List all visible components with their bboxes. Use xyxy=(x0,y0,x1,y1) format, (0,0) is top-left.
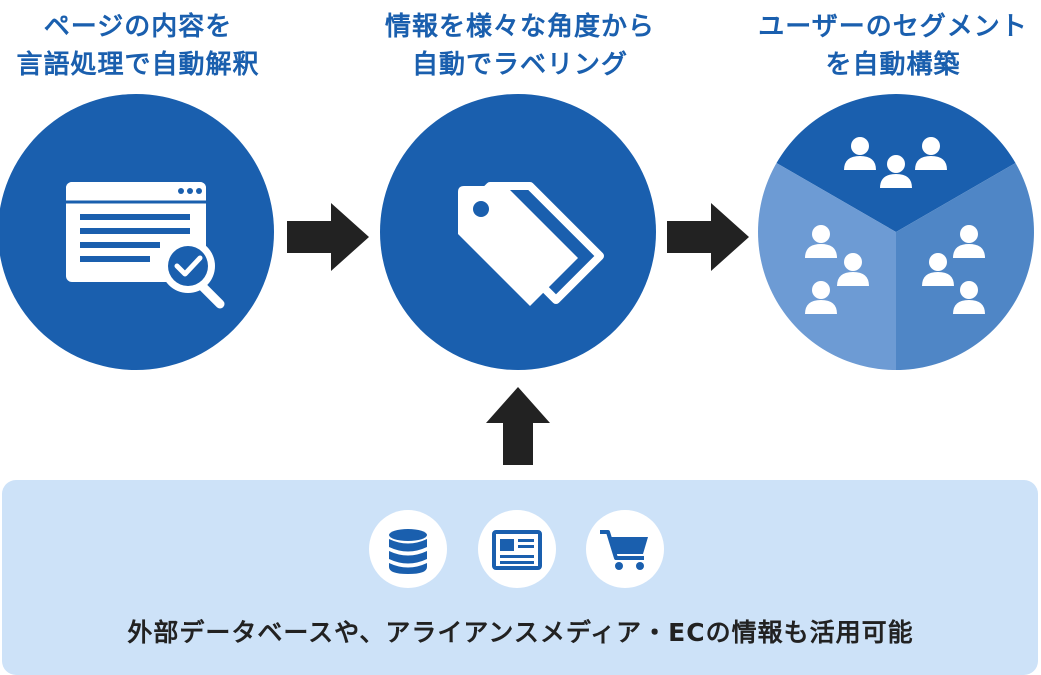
data-sources-caption: 外部データベースや、アライアンスメディア・ECの情報も活用可能 xyxy=(127,618,914,647)
step-3-circle xyxy=(758,94,1034,370)
shopping-cart-icon xyxy=(600,530,648,570)
newspaper-icon-badge xyxy=(478,510,556,588)
step-3-title-line-2: を自動構築 xyxy=(825,50,961,80)
step-1-title: ページの内容を 言語処理で自動解釈 xyxy=(0,8,276,84)
database-icon xyxy=(389,529,427,574)
tags-icon xyxy=(458,182,604,306)
step-3-title-line-1: ユーザーのセグメント xyxy=(758,12,1028,42)
segmented-users-icon xyxy=(758,94,1034,370)
step-3-title: ユーザーのセグメント を自動構築 xyxy=(745,8,1041,84)
step-1-circle xyxy=(0,94,274,370)
webpage-magnifier-check-icon xyxy=(66,182,225,309)
step-2-circle xyxy=(380,94,656,370)
arrow-right-1 xyxy=(287,203,369,271)
newspaper-icon xyxy=(492,530,542,570)
step-2-title: 情報を様々な角度から 自動でラベリング xyxy=(370,8,670,84)
database-icon-badge xyxy=(369,510,447,588)
shopping-cart-icon-badge xyxy=(586,510,664,588)
step-2-title-line-2: 自動でラベリング xyxy=(411,50,628,80)
step-2-title-line-1: 情報を様々な角度から xyxy=(384,12,655,42)
arrow-up xyxy=(486,387,550,465)
step-1-title-line-2: 言語処理で自動解釈 xyxy=(16,50,260,80)
step-1-title-line-1: ページの内容を xyxy=(43,12,233,42)
arrow-right-2 xyxy=(667,203,749,271)
